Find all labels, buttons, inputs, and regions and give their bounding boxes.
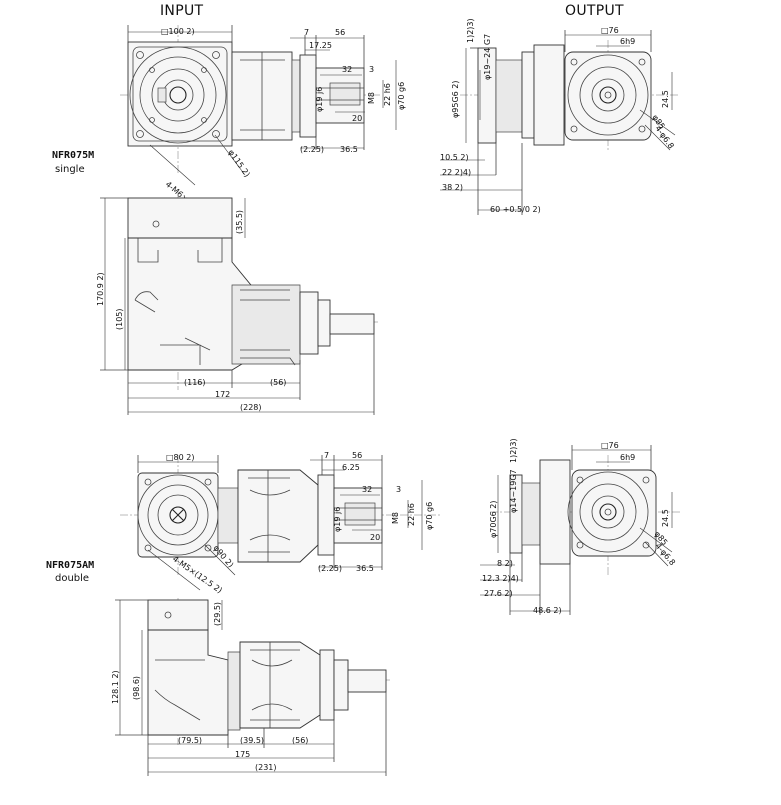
output-heading: OUTPUT — [565, 3, 624, 19]
dim-76-top: □76 — [601, 26, 619, 35]
dim-7-top: 7 — [304, 28, 309, 37]
output-shaft-side-double: 7 56 6.25 32 3 20 φ19 j6 M8 22 h6 φ70 g6… — [217, 451, 434, 573]
dim-10-5: 10.5 2) — [440, 153, 469, 162]
dim-phi19-24-g7: φ19~24 G7 — [483, 34, 492, 80]
dim-231: (231) — [255, 763, 277, 772]
dim-phi19-bottom: φ19 j6 — [333, 507, 342, 532]
dim-38: 38 2) — [442, 183, 463, 192]
output-side-view-single: φ95G6 2) 1)2)3) φ19~24 G7 10.5 2) 22 2)4… — [440, 18, 680, 215]
dim-116: (116) — [184, 378, 206, 387]
dim-3-top: 3 — [369, 65, 374, 74]
dim-phi70-g6: φ70G6 2) — [489, 501, 498, 539]
dim-phi70-top: φ70 g6 — [397, 82, 406, 110]
dim-7-bottom: 7 — [324, 451, 329, 460]
dim-39-5: (39.5) — [240, 736, 264, 745]
dim-8: 8 2) — [497, 559, 513, 568]
side-view-single: 170.9 2) (105) (35.5) (116) (56) 172 (22… — [96, 190, 380, 415]
output-front-view-single: □76 6h9 24.5 φ85 4-φ6.8 — [564, 26, 676, 150]
dim-128-1: 128.1 2) — [111, 670, 120, 704]
dim-17-25: 17.25 — [309, 41, 332, 50]
dim-20-top: 20 — [352, 114, 362, 123]
dim-6-25: 6.25 — [342, 463, 360, 472]
dim-22-24: 22 2)4) — [442, 168, 471, 177]
dim-29-5: (29.5) — [213, 602, 222, 626]
input-heading: INPUT — [160, 3, 204, 19]
dim-phi95-g6: φ95G6 2) — [451, 81, 460, 119]
dim-m8-top: M8 — [367, 92, 376, 104]
dim-27-6: 27.6 2) — [484, 589, 513, 598]
output-shaft-side-single: 7 56 17.25 32 3 20 φ19 j6 M8 22 h6 φ70 g… — [231, 28, 406, 154]
dim-2-25-bottom: (2.25) — [318, 564, 342, 573]
dim-80: □80 2) — [166, 453, 195, 462]
side-view-double: 128.1 2) (98.6) (29.5) (79.5) (39.5) (56… — [111, 598, 390, 776]
dim-56-top: 56 — [335, 28, 345, 37]
dim-172: 172 — [215, 390, 230, 399]
dim-12-3: 12.3 2)4) — [482, 574, 519, 583]
dim-100: □100 2) — [161, 27, 195, 36]
model-type-double: double — [55, 573, 90, 584]
dim-228: (228) — [240, 403, 262, 412]
dim-36-5-top: 36.5 — [340, 145, 358, 154]
model-code-single: NFR075M — [52, 150, 95, 161]
dim-79-5: (79.5) — [178, 736, 202, 745]
dim-phi14-19-g7: φ14~19G7 — [509, 469, 518, 513]
dim-22-top: 22 h6 — [383, 83, 392, 106]
dim-phi70-bottom: φ70 g6 — [425, 502, 434, 530]
dim-32-top: 32 — [342, 65, 352, 74]
dim-2-25-top: (2.25) — [300, 145, 324, 154]
dim-98-6: (98.6) — [132, 676, 141, 700]
dim-24-5-top: 24.5 — [661, 90, 670, 108]
model-code-double: NFR075AM — [46, 560, 95, 571]
dim-6h9-bottom: 6h9 — [620, 453, 635, 462]
dim-115: φ115 2) — [226, 148, 251, 179]
dim-phi19-top: φ19 j6 — [315, 87, 324, 112]
dim-60: 60 +0.5/0 2) — [490, 205, 541, 214]
output-side-view-double: φ70G6 2) 1)2)3) φ14~19G7 8 2) 12.3 2)4) … — [480, 438, 680, 615]
dim-22-bottom: 22 h6 — [407, 503, 416, 526]
dim-36-5-bottom: 36.5 — [356, 564, 374, 573]
dim-6h9-top: 6h9 — [620, 37, 635, 46]
dim-32-bottom: 32 — [362, 485, 372, 494]
dim-76-bottom: □76 — [601, 441, 619, 450]
dim-20-bottom: 20 — [370, 533, 380, 542]
dim-56-side-top: (56) — [270, 378, 286, 387]
dim-35-5: (35.5) — [235, 210, 244, 234]
dim-56-bottom: 56 — [352, 451, 362, 460]
output-front-view-double: □76 6h9 24.5 φ85 4-φ6.8 — [567, 441, 677, 575]
notes-123-bottom: 1)2)3) — [509, 438, 518, 463]
dim-4-6-8-top: 4-φ6.8 — [653, 124, 675, 150]
dim-48-6: 48.6 2) — [533, 606, 562, 615]
dim-175: 175 — [235, 750, 250, 759]
notes-123-top: 1)2)3) — [466, 18, 475, 43]
dim-m8-bottom: M8 — [391, 512, 400, 524]
dim-3-bottom: 3 — [396, 485, 401, 494]
dim-105: (105) — [115, 308, 124, 330]
model-type-single: single — [55, 164, 85, 175]
dim-170-9: 170.9 2) — [96, 272, 105, 306]
dim-24-5-bottom: 24.5 — [661, 509, 670, 527]
dim-4m5: 4-M5×(12.5 2) — [171, 554, 224, 595]
dim-56-side-bottom: (56) — [292, 736, 308, 745]
